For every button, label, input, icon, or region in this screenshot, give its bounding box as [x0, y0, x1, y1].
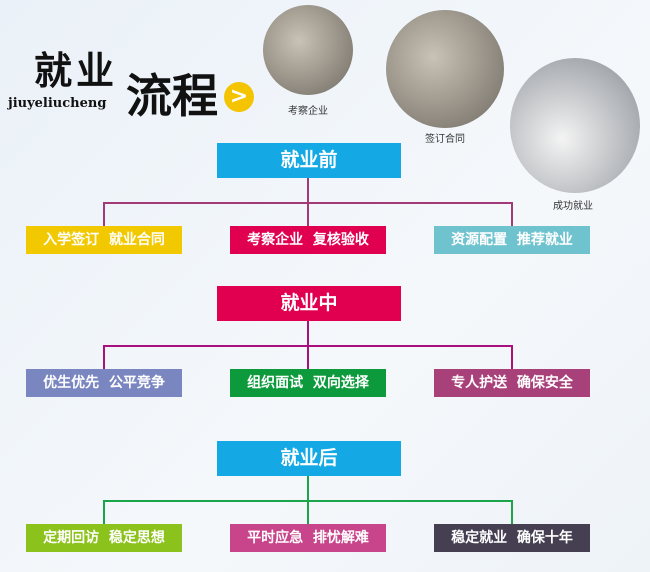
- photo-caption: 考察企业: [288, 106, 328, 117]
- photo-caption: 成功就业: [553, 201, 593, 212]
- connector: [511, 500, 513, 524]
- stage-item: 稳定就业 确保十年: [434, 524, 590, 552]
- title-line1: 就业: [34, 48, 119, 93]
- photo-employment-success: [510, 58, 640, 193]
- stage-item: 资源配置 推荐就业: [434, 226, 590, 254]
- photo-caption: 签订合同: [425, 134, 465, 145]
- stage-item: 考察企业 复核验收: [230, 226, 386, 254]
- stage-header: 就业中: [217, 286, 401, 321]
- connector: [511, 202, 513, 226]
- stage-item: 专人护送 确保安全: [434, 369, 590, 397]
- photo-company-visit: [263, 5, 353, 95]
- stage-item: 平时应急 排忧解难: [230, 524, 386, 552]
- stage-header: 就业后: [217, 441, 401, 476]
- stage-header: 就业前: [217, 143, 401, 178]
- photo-contract-signing: [386, 10, 504, 128]
- chevron-right-icon: >: [224, 82, 254, 112]
- connector: [511, 345, 513, 369]
- connector: [103, 202, 105, 226]
- connector: [103, 500, 513, 502]
- title-pinyin: jiuyeliucheng: [8, 96, 107, 111]
- stage-item: 入学签订 就业合同: [26, 226, 182, 254]
- stage-item: 优生优先 公平竞争: [26, 369, 182, 397]
- title-line2: 流程: [126, 69, 218, 123]
- stage-item: 定期回访 稳定思想: [26, 524, 182, 552]
- connector: [103, 345, 105, 369]
- stage-item: 组织面试 双向选择: [230, 369, 386, 397]
- connector: [103, 500, 105, 524]
- connector: [103, 345, 513, 347]
- connector: [103, 202, 513, 204]
